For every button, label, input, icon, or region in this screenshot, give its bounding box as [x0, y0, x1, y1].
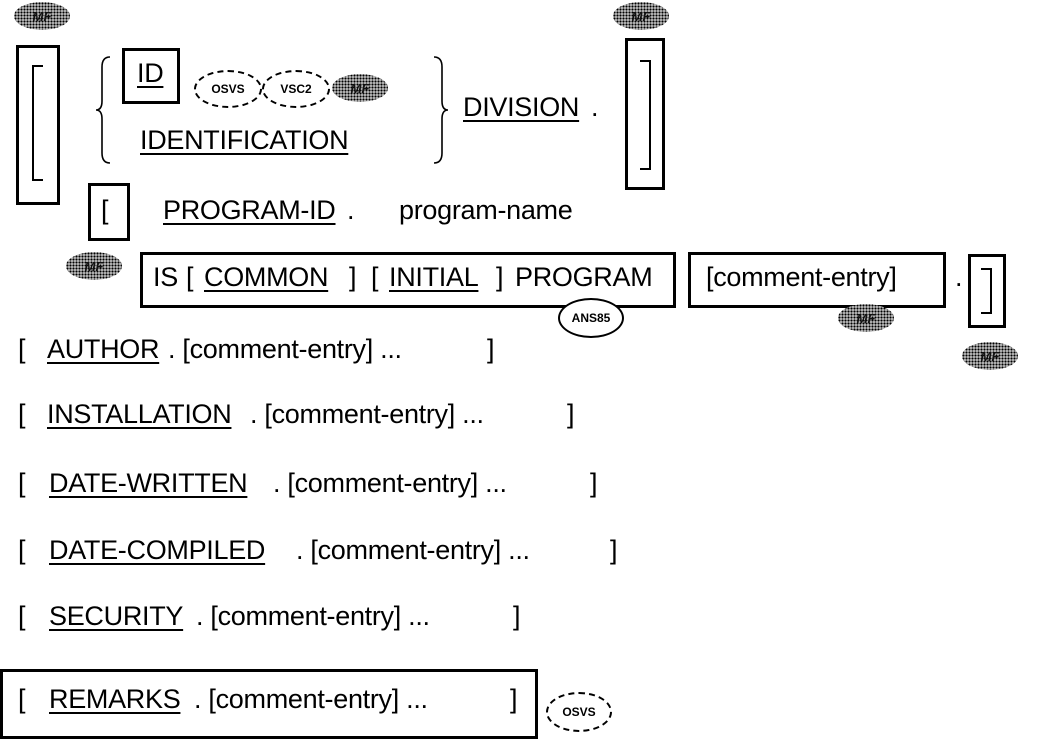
- remarks-open-bracket: [: [18, 684, 26, 714]
- remarks-box: [0, 669, 538, 739]
- installation-keyword: INSTALLATION: [47, 399, 232, 429]
- security-close-bracket: ]: [513, 601, 521, 631]
- division-period: .: [591, 92, 599, 122]
- remarks-keyword: REMARKS: [49, 684, 181, 714]
- initial-open-bracket: [: [371, 262, 379, 292]
- program-id-open-bracket: [: [101, 195, 109, 225]
- right-curly-brace: [433, 56, 448, 164]
- program-id-bracket-box: [88, 183, 130, 241]
- program-id-period: .: [347, 195, 355, 225]
- installation-open-bracket: [: [18, 399, 26, 429]
- program-clause-box: [140, 252, 676, 308]
- date-compiled-rest: . [comment-entry] ...: [296, 535, 530, 565]
- program-id-keyword: PROGRAM-ID: [163, 195, 336, 225]
- mf-marker-program-close: MF: [962, 342, 1018, 370]
- initial-keyword: INITIAL: [389, 262, 479, 292]
- date-written-open-bracket: [: [18, 468, 26, 498]
- author-keyword: AUTHOR: [47, 334, 160, 364]
- mf-marker-top-right: MF: [613, 2, 669, 30]
- common-open-bracket: [: [186, 262, 194, 292]
- remarks-close-bracket: ]: [510, 684, 518, 714]
- program-clause-period: .: [955, 262, 963, 292]
- id-keyword-box: [122, 48, 180, 104]
- osvs-badge-remarks: OSVS: [546, 692, 612, 732]
- date-compiled-open-bracket: [: [18, 535, 26, 565]
- security-rest: . [comment-entry] ...: [196, 601, 430, 631]
- program-keyword: PROGRAM: [515, 262, 653, 292]
- outer-right-bracket-box: [625, 38, 665, 190]
- mf-marker-header: MF: [332, 74, 388, 102]
- mf-marker-comment-entry: MF: [838, 304, 894, 332]
- left-curly-brace: [96, 56, 111, 164]
- right-square-bracket-small: [981, 268, 992, 314]
- initial-close-bracket: ]: [496, 262, 504, 292]
- remarks-rest: . [comment-entry] ...: [194, 684, 428, 714]
- vsc2-badge: VSC2: [262, 70, 330, 108]
- program-name: program-name: [399, 195, 573, 225]
- left-square-bracket: [32, 65, 43, 181]
- date-written-rest: . [comment-entry] ...: [273, 468, 507, 498]
- osvs-badge: OSVS: [194, 70, 262, 108]
- mf-marker-top-left: MF: [14, 2, 70, 30]
- date-written-close-bracket: ]: [590, 468, 598, 498]
- program-close-bracket-box: [968, 254, 1006, 328]
- date-compiled-close-bracket: ]: [610, 535, 618, 565]
- author-close-bracket: ]: [487, 334, 495, 364]
- mf-marker-program-clause: MF: [66, 252, 122, 280]
- installation-rest: . [comment-entry] ...: [250, 399, 484, 429]
- right-square-bracket: [640, 60, 651, 170]
- division-keyword: DIVISION: [463, 92, 580, 122]
- identification-keyword: IDENTIFICATION: [140, 125, 349, 155]
- is-keyword: IS: [153, 262, 178, 292]
- author-open-bracket: [: [18, 334, 26, 364]
- ans85-badge: ANS85: [558, 298, 624, 338]
- installation-close-bracket: ]: [567, 399, 575, 429]
- outer-left-bracket-box: [16, 45, 60, 205]
- security-keyword: SECURITY: [49, 601, 184, 631]
- comment-entry-box: [688, 252, 946, 308]
- author-rest: . [comment-entry] ...: [168, 334, 402, 364]
- date-compiled-keyword: DATE-COMPILED: [49, 535, 266, 565]
- common-close-bracket: ]: [349, 262, 357, 292]
- date-written-keyword: DATE-WRITTEN: [49, 468, 248, 498]
- id-keyword: ID: [137, 58, 164, 88]
- security-open-bracket: [: [18, 601, 26, 631]
- program-comment-entry: [comment-entry]: [706, 262, 897, 292]
- common-keyword: COMMON: [204, 262, 329, 292]
